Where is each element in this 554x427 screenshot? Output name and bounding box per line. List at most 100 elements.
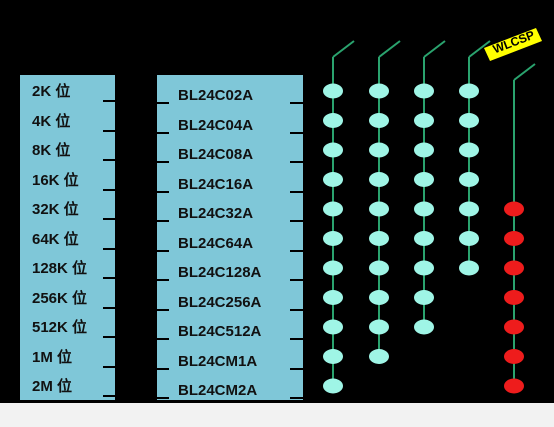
- package-column: [369, 40, 401, 364]
- package-column: [504, 63, 536, 394]
- package-dot: [369, 172, 389, 187]
- capacity-label: 2M 位: [32, 378, 73, 395]
- row-divider: [157, 220, 169, 222]
- capacity-label: 8K 位: [32, 142, 71, 159]
- package-column: [459, 40, 491, 276]
- row-divider: [290, 102, 303, 104]
- row-divider: [290, 131, 303, 134]
- package-dot: [414, 172, 434, 187]
- row-divider: [103, 129, 115, 132]
- package-dot: [459, 231, 479, 246]
- capacity-label: 256K 位: [32, 289, 88, 307]
- package-dot: [369, 83, 389, 99]
- package-dot: [459, 201, 479, 217]
- row-divider: [103, 218, 115, 220]
- row-divider: [157, 308, 169, 311]
- package-column: [414, 40, 446, 335]
- row-divider: [290, 249, 303, 252]
- package-dot: [369, 260, 389, 276]
- package-dot: [504, 378, 524, 394]
- row-divider: [103, 365, 115, 368]
- row-divider: [290, 308, 303, 311]
- row-divider: [157, 131, 169, 134]
- row-divider: [157, 190, 169, 193]
- package-dot: [414, 260, 434, 276]
- row-divider: [290, 338, 303, 340]
- package-dot: [504, 201, 524, 217]
- part-number-label: BL24CM2A: [178, 382, 258, 399]
- package-dot: [323, 260, 343, 276]
- capacity-box: [20, 75, 115, 400]
- capacity-label: 1M 位: [32, 348, 73, 366]
- part-number-box: [157, 75, 303, 400]
- package-dot: [323, 319, 343, 335]
- row-divider: [157, 338, 169, 340]
- package-dot: [323, 201, 343, 217]
- package-dot: [504, 319, 524, 335]
- row-divider: [157, 249, 169, 252]
- package-dot: [323, 349, 343, 364]
- package-dot: [369, 319, 389, 335]
- row-divider: [157, 161, 169, 163]
- package-dot: [414, 231, 434, 246]
- row-divider: [157, 279, 169, 281]
- package-dot: [369, 201, 389, 217]
- capacity-label: 32K 位: [32, 201, 79, 218]
- package-dot: [504, 349, 524, 364]
- column-lead: [332, 40, 355, 58]
- part-number-label: BL24C08A: [178, 146, 254, 163]
- package-dot: [323, 142, 343, 158]
- row-divider: [103, 336, 115, 338]
- package-dot: [414, 201, 434, 217]
- row-divider: [103, 159, 115, 161]
- capacity-label: 512K 位: [32, 319, 88, 336]
- package-dot: [369, 231, 389, 246]
- part-number-label: BL24C256A: [178, 293, 262, 311]
- wlcsp-tag: WLCSP: [482, 28, 544, 62]
- row-divider: [103, 188, 115, 191]
- part-number-label: BL24C128A: [178, 264, 262, 281]
- package-dot: [414, 142, 434, 158]
- wlcsp-tag-shape: [484, 28, 542, 61]
- row-divider: [290, 190, 303, 193]
- package-dot: [369, 142, 389, 158]
- package-dot: [459, 142, 479, 158]
- package-dot: [414, 290, 434, 305]
- row-divider: [290, 279, 303, 281]
- capacity-label: 128K 位: [32, 260, 88, 277]
- package-dot: [323, 113, 343, 128]
- package-dot: [504, 231, 524, 246]
- package-dot: [459, 260, 479, 276]
- column-lead: [423, 40, 446, 58]
- row-divider: [290, 397, 303, 399]
- package-column: [323, 40, 355, 394]
- part-number-label: BL24C16A: [178, 175, 254, 193]
- row-divider: [290, 220, 303, 222]
- package-dot: [369, 349, 389, 364]
- column-lead: [513, 63, 536, 81]
- row-divider: [103, 247, 115, 250]
- package-dot: [414, 83, 434, 99]
- row-divider: [103, 277, 115, 279]
- package-dot: [323, 290, 343, 305]
- part-number-label: BL24C04A: [178, 116, 254, 134]
- package-dot: [504, 290, 524, 305]
- part-number-label: BL24C32A: [178, 205, 254, 222]
- package-dot: [414, 319, 434, 335]
- column-lead: [468, 40, 491, 58]
- capacity-label: 16K 位: [32, 171, 79, 189]
- package-dot: [414, 113, 434, 128]
- capacity-label: 2K 位: [32, 83, 71, 100]
- row-divider: [103, 100, 115, 102]
- package-dot: [369, 113, 389, 128]
- row-divider: [157, 367, 169, 370]
- part-number-label: BL24C02A: [178, 87, 254, 104]
- package-dot: [459, 113, 479, 128]
- part-number-label: BL24C512A: [178, 323, 262, 340]
- row-divider: [103, 306, 115, 309]
- package-dot: [323, 231, 343, 246]
- package-dot: [459, 83, 479, 99]
- package-dot: [369, 290, 389, 305]
